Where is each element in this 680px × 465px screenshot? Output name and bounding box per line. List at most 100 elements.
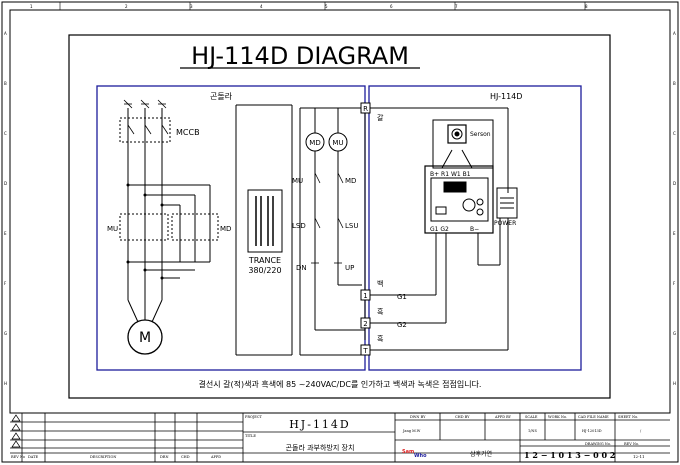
row-label: F	[4, 281, 7, 286]
row-label: A	[673, 31, 676, 36]
power-circuit	[119, 108, 219, 355]
column-markers	[59, 2, 586, 10]
coil-md: MD	[309, 139, 320, 147]
wire-white-label: 백	[377, 279, 383, 288]
power-label: POWER	[494, 220, 516, 227]
controller-bottom-left: G1 G2	[430, 226, 449, 233]
diagram-frame	[68, 34, 611, 399]
project-header: PROJECT	[245, 415, 262, 419]
row-label: D	[4, 181, 7, 186]
row-label: E	[673, 231, 676, 236]
terminal-2: 2	[363, 320, 367, 328]
lsu-label: LSU	[345, 222, 358, 230]
diagram-title: HJ-114D DIAGRAM	[191, 42, 409, 70]
mu-contactor-label: MU	[107, 225, 118, 233]
row-label: D	[673, 181, 676, 186]
controller-wiring	[370, 107, 518, 351]
chd-by-header: CHD BY	[455, 415, 470, 419]
wiring-note: 결선시 갈(적)색과 흑색에 85 ~240VAC/DC를 인가하고 백색과 녹…	[199, 379, 482, 389]
row-label: B	[4, 81, 7, 86]
mccb-label: MCCB	[176, 128, 200, 137]
junction-dots	[126, 183, 164, 280]
row-labels: A B C D E F G H A B C D E F G H	[4, 31, 676, 386]
terminal-1: 1	[363, 292, 367, 300]
revision-triangles	[11, 414, 21, 448]
motor-icon: M	[139, 330, 151, 346]
sheet-no-header: SHEET No.	[618, 415, 638, 419]
sheet-no-value: /	[640, 429, 642, 433]
row-label: C	[673, 131, 676, 136]
sensor-label: Serson	[470, 131, 491, 138]
lsd-label: LSD	[292, 222, 306, 230]
work-no-header: WORK No.	[548, 415, 567, 419]
row-label: B	[673, 81, 676, 86]
col-label: 6	[390, 4, 393, 9]
controller-bottom-right: B−	[470, 226, 479, 233]
terminal-t: T	[362, 347, 368, 355]
coil-mu: MU	[332, 139, 343, 147]
wire-black-label: 흑	[377, 307, 384, 316]
scale-header: SCALE	[525, 415, 538, 419]
col-label: 2	[125, 4, 128, 9]
appd-by-header: APPD BY	[494, 415, 512, 419]
up-label: UP	[345, 264, 354, 272]
transformer	[235, 104, 293, 356]
cad-file-header: CAD FILE NAME	[578, 415, 609, 419]
switch-md-label: MD	[345, 177, 356, 185]
rev-col-appd: APPD	[210, 455, 221, 459]
row-label: H	[4, 381, 7, 386]
drawing-number: 1 2 − 1 0 1 3 − 0 0 2	[524, 450, 615, 460]
cad-file-value: HJ-12013D	[582, 429, 602, 433]
row-label: H	[673, 381, 676, 386]
row-label: F	[673, 281, 676, 286]
wire-black2-label: 흑	[377, 334, 384, 343]
rev-no-header: REV No.	[624, 442, 639, 446]
dwn-by-value: Jang M.W	[402, 429, 421, 433]
wire-brown-label: 갈	[377, 114, 384, 122]
col-label: 8	[585, 4, 588, 9]
trance-voltage: 380/220	[248, 266, 281, 275]
rev-value: 12-11	[633, 454, 645, 459]
rev-col-revno: REV No	[11, 455, 25, 459]
right-panel-label: HJ-114D	[490, 92, 522, 101]
rev-col-date: DATE	[28, 455, 38, 459]
company-logo-2: Who	[414, 453, 427, 459]
row-label: G	[4, 331, 7, 336]
trance-label: TRANCE	[248, 256, 281, 265]
dn-label: DN	[296, 264, 307, 272]
row-label: G	[673, 331, 676, 336]
g2-wire-label: G2	[397, 321, 407, 329]
rev-col-drn: DRN	[160, 455, 169, 459]
switch-mu-label: MU	[292, 177, 303, 185]
md-contactor-label: MD	[220, 225, 231, 233]
rev-col-chd: CHD	[181, 455, 190, 459]
col-label: 1	[30, 4, 33, 9]
terminal-r: R	[363, 105, 368, 113]
row-label: E	[4, 231, 7, 236]
inner-border	[9, 9, 671, 414]
row-label: C	[4, 131, 7, 136]
col-label: 4	[260, 4, 263, 9]
g1-wire-label: G1	[397, 293, 407, 301]
company-name: 삼후기연	[470, 450, 492, 458]
title-header: TITLE	[245, 434, 256, 438]
company-logo: Sam	[402, 449, 414, 455]
drawing-title: 곤돌라 과부하방지 장치	[286, 443, 355, 452]
row-label: A	[4, 31, 7, 36]
rev-col-description: DESCRIPTION	[90, 455, 116, 459]
drawing-no-header: DRAWING No.	[585, 442, 611, 446]
dwn-by-header: DWN BY	[410, 415, 426, 419]
col-label: 5	[325, 4, 328, 9]
right-panel	[368, 85, 582, 371]
project-name: HJ-114D	[289, 418, 351, 431]
col-label: 3	[190, 4, 193, 9]
mccb-contacts	[123, 99, 169, 135]
title-block	[10, 412, 670, 462]
scale-value: 1/NS	[528, 429, 537, 433]
column-labels: 1 2 3 4 5 6 7 8	[30, 4, 588, 9]
controller-top-terminals: B+ R1 W1 B1	[430, 171, 471, 178]
switch-symbols	[311, 172, 344, 264]
col-label: 7	[455, 4, 458, 9]
